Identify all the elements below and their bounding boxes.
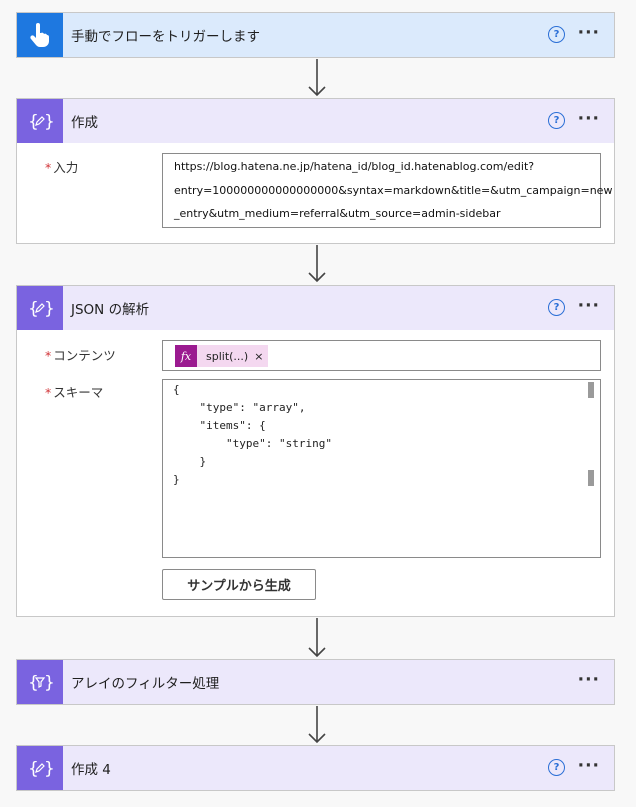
schema-editor[interactable]: { "type": "array", "items": { "type": "s…	[162, 379, 601, 558]
input-label: *入力	[45, 160, 79, 175]
help-icon[interactable]: ?	[548, 26, 565, 43]
trigger-header[interactable]: 手動でフローをトリガーします ? ···	[17, 13, 614, 57]
help-icon[interactable]: ?	[548, 299, 565, 316]
generate-from-sample-button[interactable]: サンプルから生成	[162, 569, 316, 600]
trigger-icon-tile	[17, 13, 63, 57]
svg-text:{: {	[28, 299, 39, 319]
svg-text:{: {	[28, 673, 39, 693]
svg-text:}: }	[44, 673, 55, 693]
token-remove-icon[interactable]: ×	[254, 349, 264, 363]
parse-json-title: JSON の解析	[71, 302, 150, 318]
filter-array-card[interactable]: { } アレイのフィルター処理 ···	[16, 659, 615, 705]
flow-arrow-icon	[308, 245, 326, 283]
filter-array-header[interactable]: { } アレイのフィルター処理 ···	[17, 660, 614, 704]
filter-brace-icon: { }	[28, 673, 55, 693]
more-options-icon[interactable]: ···	[577, 109, 600, 129]
compose-title: 作成	[71, 115, 98, 131]
schema-code: { "type": "array", "items": { "type": "s…	[173, 383, 332, 486]
more-options-icon[interactable]: ···	[577, 23, 600, 43]
trigger-card[interactable]: 手動でフローをトリガーします ? ···	[16, 12, 615, 58]
hand-pointer-icon	[30, 23, 49, 47]
flow-arrow-icon	[308, 706, 326, 744]
input-field[interactable]: https://blog.hatena.ne.jp/hatena_id/blog…	[162, 153, 613, 228]
input-line: _entry&utm_medium=referral&utm_source=ad…	[174, 207, 501, 220]
compose-card[interactable]: { } 作成 ? ··· *入力 https://blog.hatena.ne.…	[16, 98, 615, 244]
svg-text:{: {	[28, 759, 39, 779]
more-options-icon[interactable]: ···	[577, 296, 600, 316]
more-options-icon[interactable]: ···	[577, 756, 600, 776]
svg-text:}: }	[44, 759, 55, 779]
compose-icon-tile: { }	[17, 99, 63, 143]
schema-scrollbar[interactable]	[588, 382, 594, 398]
fx-icon: fx	[175, 345, 197, 367]
compose-4-title: 作成 4	[71, 762, 111, 778]
help-icon[interactable]: ?	[548, 759, 565, 776]
filter-icon-tile: { }	[17, 660, 63, 704]
svg-text:{: {	[28, 112, 39, 132]
parse-json-card[interactable]: { } JSON の解析 ? ··· *コンテンツ fx split(...) …	[16, 285, 615, 617]
schema-scrollbar-thumb[interactable]	[588, 470, 594, 486]
compose-header[interactable]: { } 作成 ? ···	[17, 99, 614, 143]
parse-json-icon-tile: { }	[17, 286, 63, 330]
content-label: *コンテンツ	[45, 348, 116, 363]
flow-arrow-icon	[308, 59, 326, 97]
flow-arrow-icon	[308, 618, 326, 658]
compose-4-icon-tile: { }	[17, 746, 63, 790]
svg-text:}: }	[44, 112, 55, 132]
compose-brace-icon: { }	[28, 112, 55, 132]
compose-brace-icon: { }	[28, 759, 55, 779]
trigger-title: 手動でフローをトリガーします	[71, 29, 260, 45]
token-label: split(...)	[206, 349, 249, 363]
schema-label: *スキーマ	[45, 385, 104, 400]
compose-brace-icon: { }	[28, 299, 55, 319]
expression-token[interactable]: fx split(...) ×	[175, 345, 269, 367]
compose-4-header[interactable]: { } 作成 4 ? ···	[17, 746, 614, 790]
svg-text:}: }	[44, 299, 55, 319]
compose-4-card[interactable]: { } 作成 4 ? ···	[16, 745, 615, 791]
input-line: https://blog.hatena.ne.jp/hatena_id/blog…	[174, 160, 535, 173]
content-field[interactable]: fx split(...) ×	[162, 340, 601, 371]
more-options-icon[interactable]: ···	[577, 670, 600, 690]
parse-json-header[interactable]: { } JSON の解析 ? ···	[17, 286, 614, 330]
input-line: entry=100000000000000000&syntax=markdown…	[174, 184, 613, 197]
filter-array-title: アレイのフィルター処理	[71, 676, 220, 692]
help-icon[interactable]: ?	[548, 112, 565, 129]
